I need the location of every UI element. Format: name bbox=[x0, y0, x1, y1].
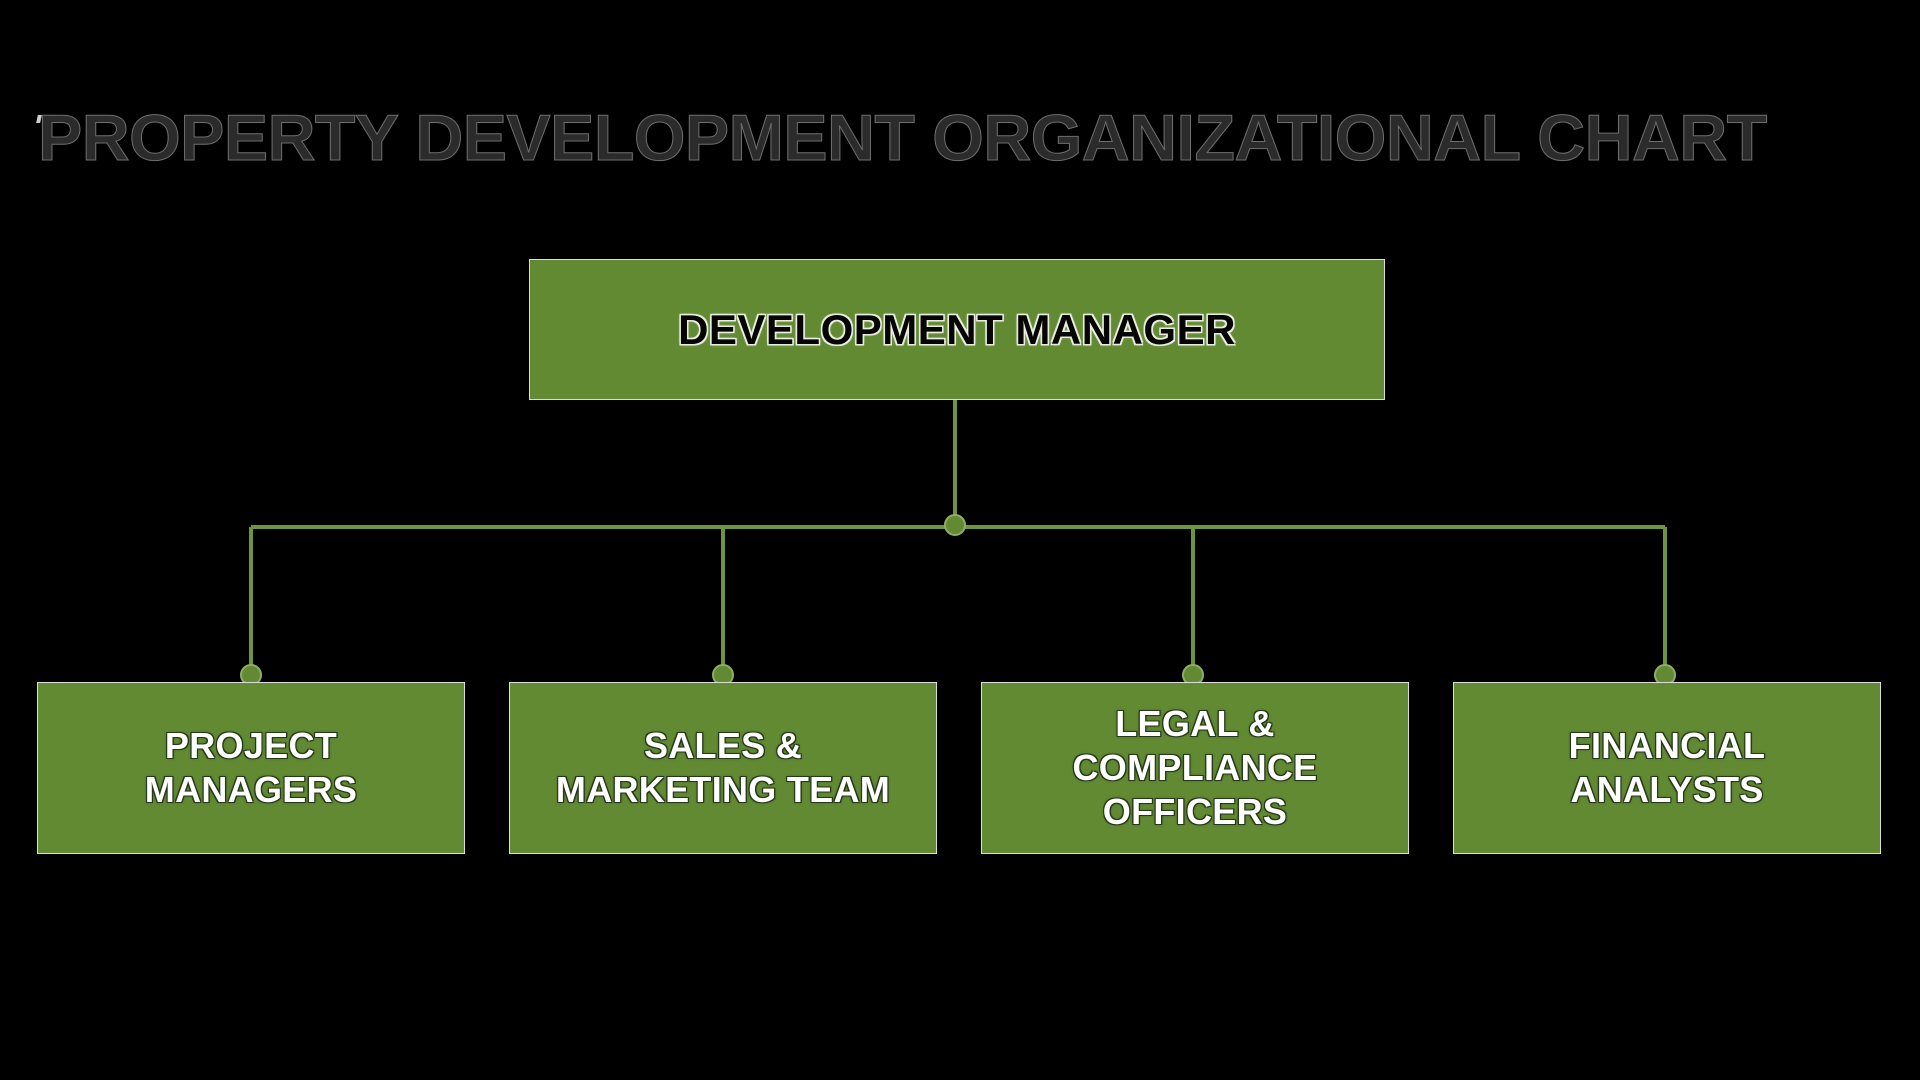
node-project-managers[interactable]: PROJECT MANAGERS bbox=[37, 682, 465, 854]
node-sales-marketing-team[interactable]: SALES & MARKETING TEAM bbox=[509, 682, 937, 854]
node-development-manager[interactable]: DEVELOPMENT MANAGER bbox=[529, 259, 1385, 400]
junction-dot-root bbox=[944, 514, 966, 536]
node-financial-analysts[interactable]: FINANCIAL ANALYSTS bbox=[1453, 682, 1881, 854]
node-label-financial-analysts: FINANCIAL ANALYSTS bbox=[1568, 725, 1766, 810]
node-label-sales-marketing-team: SALES & MARKETING TEAM bbox=[555, 725, 891, 810]
node-label-legal-compliance-officers: LEGAL & COMPLIANCE OFFICERS bbox=[1072, 703, 1318, 832]
node-label-project-managers: PROJECT MANAGERS bbox=[144, 725, 358, 810]
page-title: PROPERTY DEVELOPMENT ORGANIZATIONAL CHAR… bbox=[37, 101, 1767, 175]
node-label-development-manager: DEVELOPMENT MANAGER bbox=[678, 305, 1236, 353]
node-legal-compliance-officers[interactable]: LEGAL & COMPLIANCE OFFICERS bbox=[981, 682, 1409, 854]
